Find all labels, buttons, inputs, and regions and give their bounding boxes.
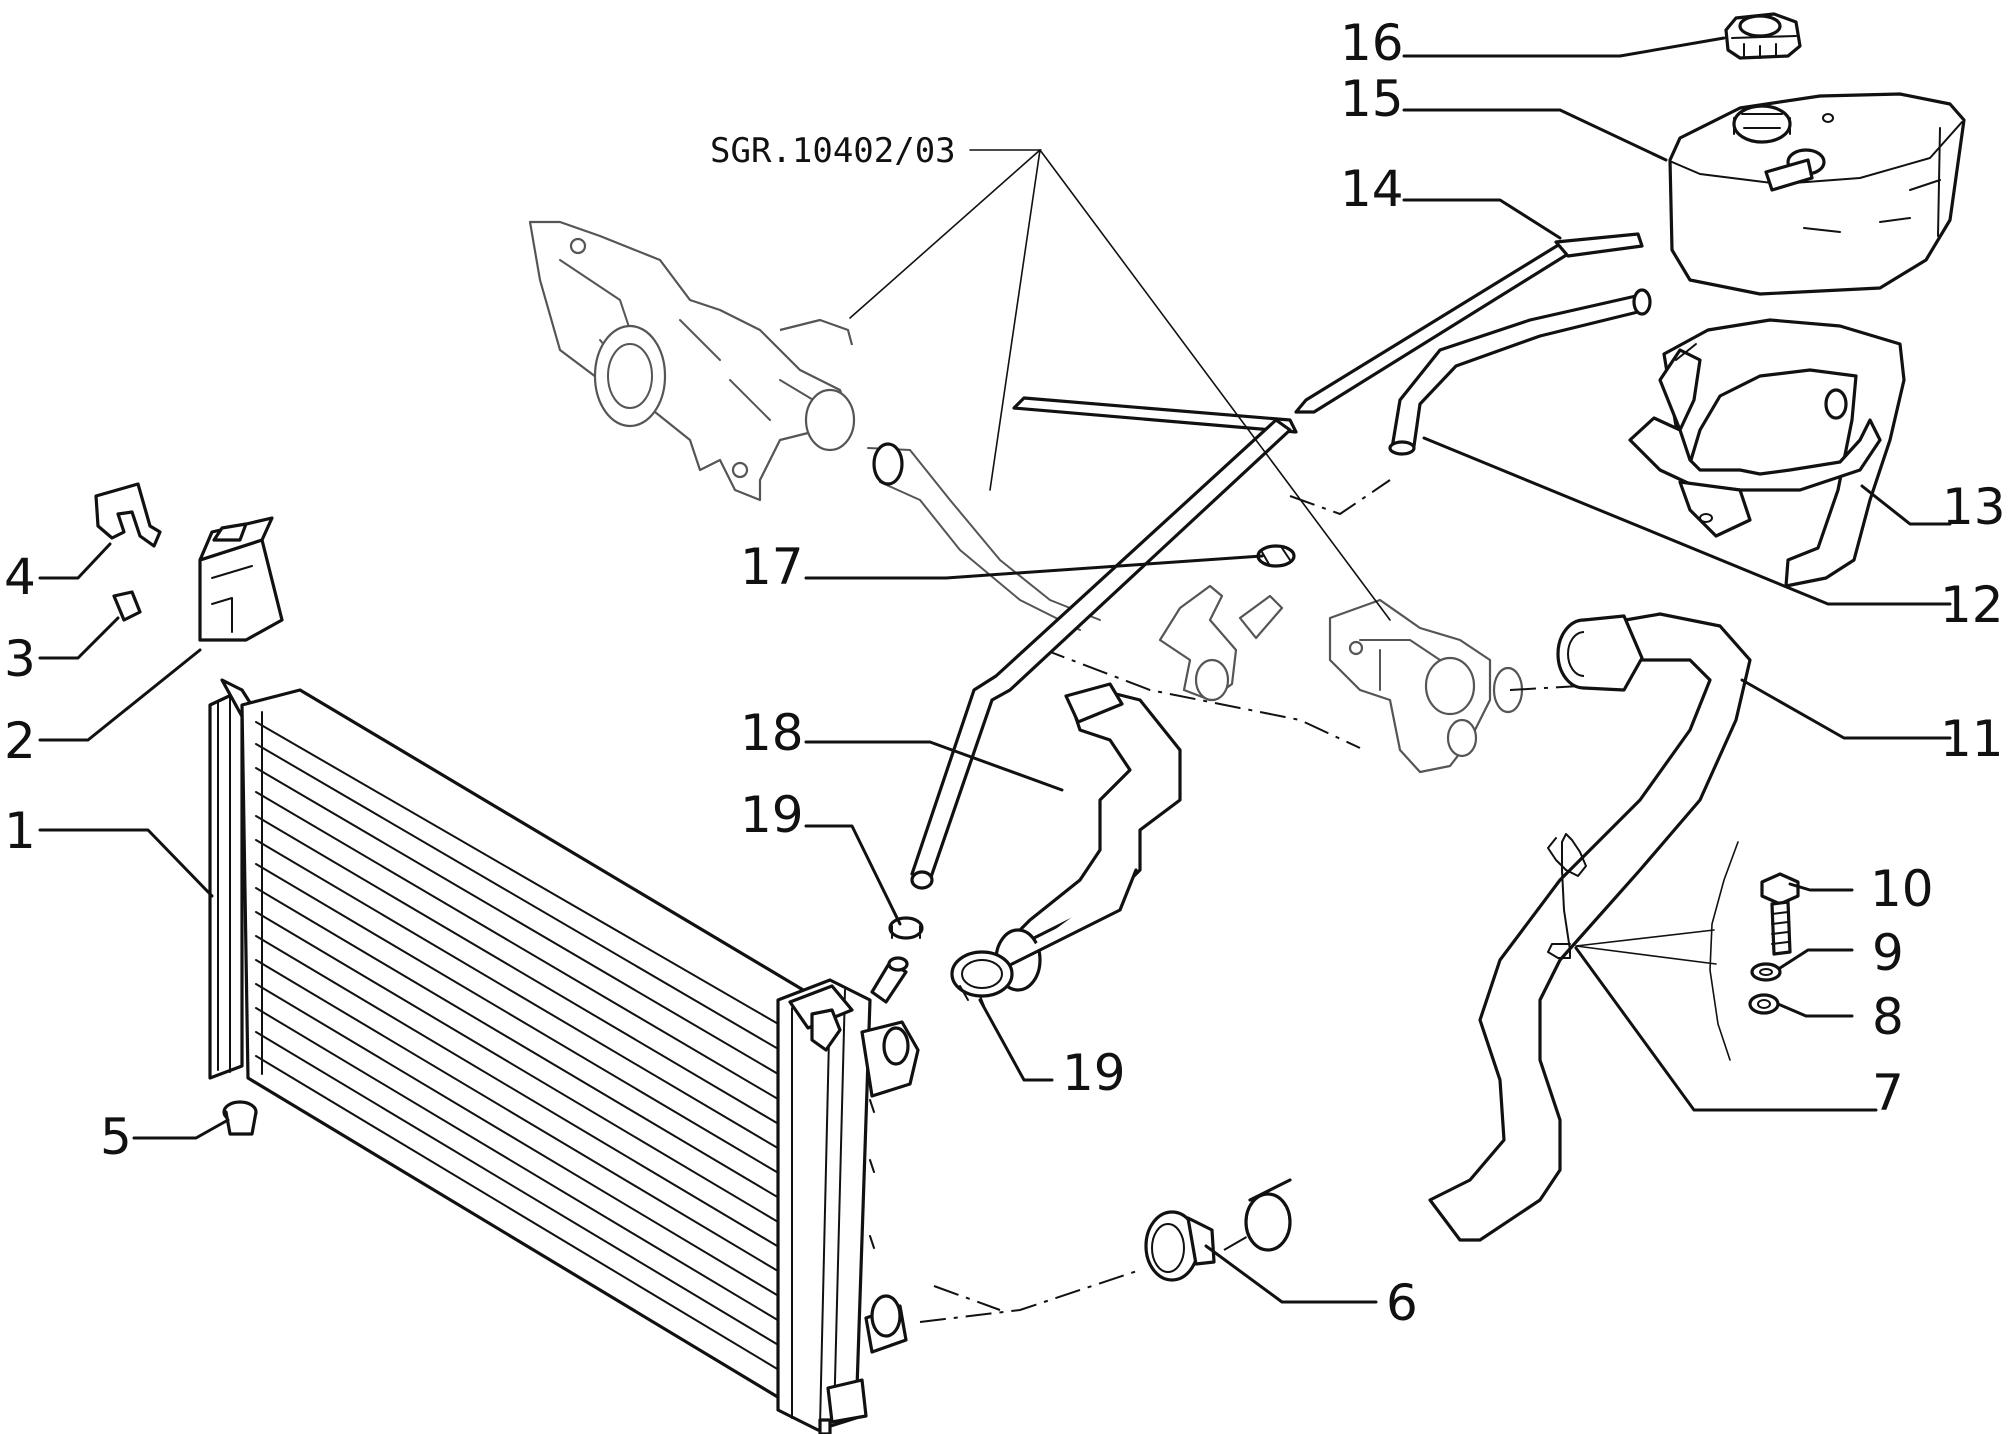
reference-dash-lines bbox=[919, 479, 1581, 1323]
bolt-group-bracket-line bbox=[1709, 841, 1739, 1061]
part-3-clip bbox=[112, 590, 142, 622]
clamp-6 bbox=[1144, 1210, 1216, 1282]
hose-14 bbox=[1012, 232, 1644, 434]
tank-bracket-13 bbox=[1628, 318, 1906, 588]
leader-lines bbox=[38, 36, 1952, 1304]
part-5-grommet bbox=[222, 1100, 258, 1136]
callout-10: 10 bbox=[1870, 860, 1934, 918]
callout-3: 3 bbox=[4, 630, 36, 688]
clamp-17 bbox=[1256, 544, 1296, 568]
thermostat-housing-reference bbox=[528, 220, 856, 502]
callout-13: 13 bbox=[1942, 478, 2006, 536]
washer-8 bbox=[1748, 993, 1780, 1015]
reference-code: SGR.10402/03 bbox=[710, 131, 956, 171]
vent-tube bbox=[910, 418, 1292, 890]
callout-11: 11 bbox=[1940, 710, 2004, 768]
callout-19-upper: 19 bbox=[740, 786, 804, 844]
callout-14: 14 bbox=[1340, 160, 1404, 218]
bolt-10 bbox=[1760, 872, 1800, 956]
callout-16: 16 bbox=[1340, 14, 1404, 72]
callout-1: 1 bbox=[4, 802, 36, 860]
callout-15: 15 bbox=[1340, 70, 1404, 128]
pipe-fitting-reference bbox=[1158, 584, 1284, 702]
part-2-baffle bbox=[198, 516, 284, 642]
radiator bbox=[208, 678, 920, 1434]
hose-18 bbox=[867, 442, 1182, 992]
clamp-19-small bbox=[888, 916, 924, 940]
callout-12: 12 bbox=[1940, 576, 2004, 634]
callout-19-lower: 19 bbox=[1062, 1044, 1126, 1102]
tank-cap-16 bbox=[1724, 12, 1802, 60]
callout-4: 4 bbox=[4, 548, 36, 606]
callout-9: 9 bbox=[1872, 924, 1904, 982]
washer-9 bbox=[1750, 962, 1782, 982]
part-7-wire-bracket bbox=[1547, 833, 1587, 959]
callout-7: 7 bbox=[1872, 1064, 1904, 1122]
callout-2: 2 bbox=[4, 712, 36, 770]
hose-11 bbox=[1244, 612, 1752, 1252]
callout-6: 6 bbox=[1386, 1274, 1418, 1332]
callout-18: 18 bbox=[740, 704, 804, 762]
expansion-tank-15 bbox=[1668, 92, 1966, 296]
coolant-outlet-reference bbox=[1328, 598, 1524, 774]
hose-12 bbox=[1388, 288, 1652, 456]
callout-5: 5 bbox=[100, 1108, 132, 1166]
callout-8: 8 bbox=[1872, 988, 1904, 1046]
part-4-bracket bbox=[94, 482, 162, 548]
callout-labels: SGR.10402/03 1 2 3 4 5 6 7 8 9 10 11 12 … bbox=[4, 14, 2006, 1332]
callout-17: 17 bbox=[740, 538, 804, 596]
clamp-19-large bbox=[950, 950, 1014, 1007]
